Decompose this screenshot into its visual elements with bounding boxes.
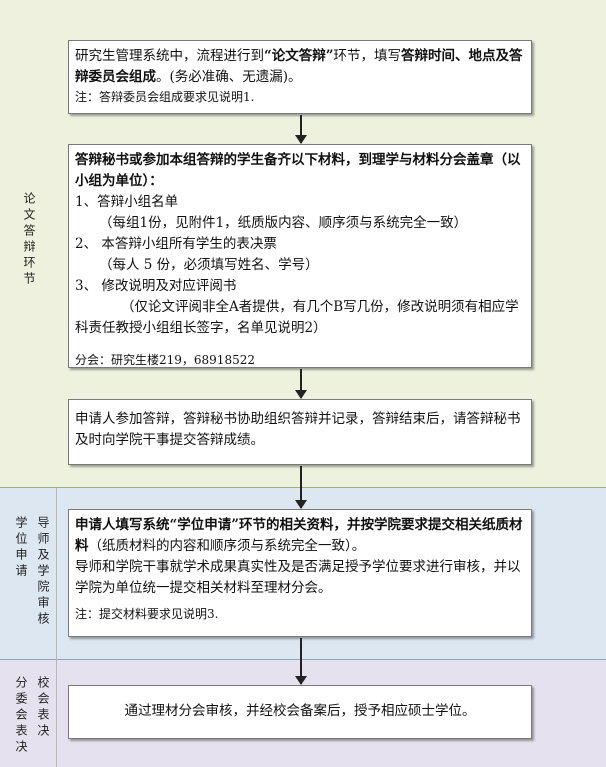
step1-text: 研究生管理系统中，流程进行到“论文答辩”环节，填写答辩时间、地点及答辩委员会组成… bbox=[75, 48, 523, 85]
lane-label-committee-left: 分委会表决 bbox=[14, 676, 28, 756]
step2-item3-detail: （仅论文评阅非全A者提供，有几个B写几份，修改说明须有相应学科责任教授小组组长签… bbox=[75, 299, 519, 336]
step-degree-application: 申请人填写系统“学位申请”环节的相关资料，并按学院要求提交相关纸质材料（纸质材料… bbox=[68, 509, 532, 637]
step5-text: 通过理材分会审核，并经校会备案后，授予相应硕士学位。 bbox=[124, 703, 476, 719]
step1-note: 注：答辩委员会组成要求见说明1. bbox=[75, 90, 255, 104]
lane-label-degree-left: 学位申请 bbox=[14, 516, 28, 580]
arrow-3-4 bbox=[295, 466, 307, 509]
step-degree-award: 通过理材分会审核，并经校会备案后，授予相应硕士学位。 bbox=[68, 685, 532, 739]
arrow-2-3 bbox=[295, 369, 307, 399]
lane-label-committee-right: 校会表决 bbox=[36, 676, 50, 740]
step2-item1: 1、答辩小组名单 bbox=[75, 194, 179, 210]
step2-heading: 答辩秘书或参加本组答辩的学生备齐以下材料，到理学与材料分会盖章（以小组为单位）： bbox=[75, 152, 521, 189]
step2-item2: 2、 本答辩小组所有学生的表决票 bbox=[75, 236, 277, 252]
lane-label-thesis: 论文答辩环节 bbox=[22, 192, 36, 288]
step4-text1: 申请人填写系统“学位申请”环节的相关资料，并按学院要求提交相关纸质材料（纸质材料… bbox=[75, 517, 523, 554]
arrow-4-5 bbox=[295, 638, 307, 685]
lane-label-degree-right: 导师及学院审核 bbox=[36, 516, 50, 628]
lane-divider-degree bbox=[56, 488, 57, 660]
lane-divider-committee bbox=[56, 660, 57, 767]
step4-text2: 导师和学院干事就学术成果真实性及是否满足授予学位要求进行审核，并以学院为单位统一… bbox=[75, 559, 521, 596]
step3-text: 申请人参加答辩，答辩秘书协助组织答辩并记录，答辩结束后，请答辩秘书及时向学院干事… bbox=[75, 411, 521, 448]
step4-note: 注：提交材料要求见说明3. bbox=[75, 607, 219, 621]
step-defense-conduct: 申请人参加答辩，答辩秘书协助组织答辩并记录，答辩结束后，请答辩秘书及时向学院干事… bbox=[68, 399, 532, 465]
step2-item2-detail: （每人 5 份，必须填写姓名、学号） bbox=[99, 257, 319, 273]
step-defense-registration: 研究生管理系统中，流程进行到“论文答辩”环节，填写答辩时间、地点及答辩委员会组成… bbox=[68, 40, 532, 114]
step2-contact: 分会：研究生楼219，68918522 bbox=[75, 353, 255, 367]
step2-item1-detail: （每组1份，见附件1，纸质版内容、顺序须与系统完全一致） bbox=[99, 215, 468, 231]
arrow-1-2 bbox=[295, 115, 307, 144]
step2-item3: 3、 修改说明及对应评阅书 bbox=[75, 278, 237, 294]
step-materials-preparation: 答辩秘书或参加本组答辩的学生备齐以下材料，到理学与材料分会盖章（以小组为单位）：… bbox=[68, 144, 532, 368]
